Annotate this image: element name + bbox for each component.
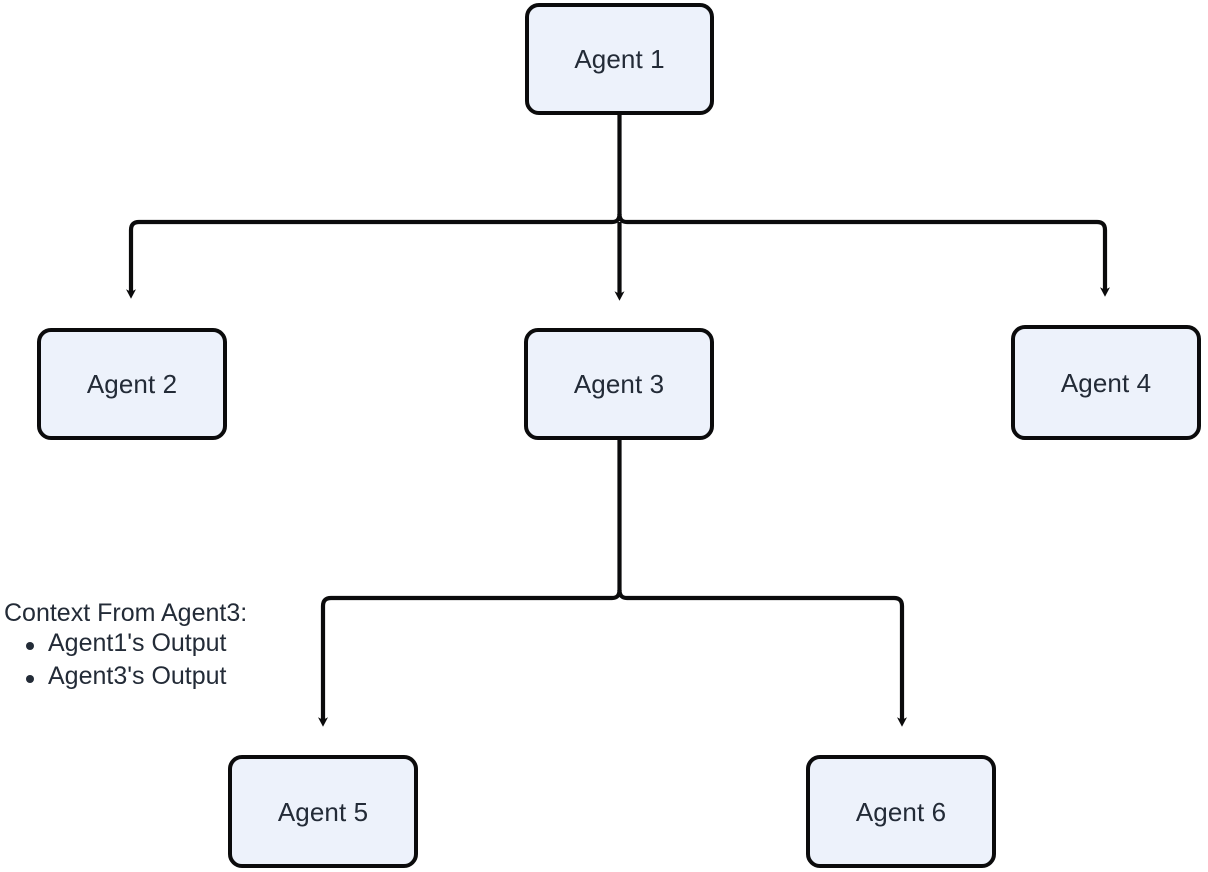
edge-agent3-agent6 — [627, 595, 907, 727]
edge-agent1-agent4 — [627, 219, 1110, 297]
node-agent-6-label: Agent 6 — [855, 796, 947, 827]
node-agent-3-label: Agent 3 — [573, 369, 665, 399]
node-agent-2[interactable]: Agent 2 — [37, 328, 227, 440]
bullet-icon — [26, 642, 34, 650]
node-agent-5[interactable]: Agent 5 — [228, 755, 418, 868]
context-annotation-item-label: Agent1's Output — [48, 629, 227, 657]
node-agent-5-label: Agent 5 — [277, 796, 369, 827]
node-agent-6[interactable]: Agent 6 — [806, 755, 996, 868]
bullet-icon — [26, 675, 34, 683]
node-agent-2-label: Agent 2 — [86, 369, 178, 399]
node-agent-4-label: Agent 4 — [1060, 367, 1152, 398]
junction-fillet-right — [617, 213, 628, 225]
context-annotation-title: Context From Agent3: — [4, 599, 248, 627]
context-annotation-item: Agent3's Output — [4, 664, 304, 689]
context-annotation-list: Agent1's Output Agent3's Output — [4, 631, 304, 689]
node-agent-4[interactable]: Agent 4 — [1011, 325, 1201, 440]
junction-fillet-lower-right — [617, 589, 628, 601]
context-annotation-item-label: Agent3's Output — [48, 662, 227, 690]
node-agent-1-label: Agent 1 — [574, 44, 665, 74]
edge-agent3-agent5 — [318, 595, 612, 727]
context-annotation: Context From Agent3: Agent1's Output Age… — [4, 600, 304, 697]
context-annotation-item: Agent1's Output — [4, 631, 304, 656]
node-agent-1[interactable]: Agent 1 — [525, 3, 714, 115]
edge-agent1-agent2 — [126, 219, 612, 299]
node-agent-3[interactable]: Agent 3 — [524, 328, 714, 440]
